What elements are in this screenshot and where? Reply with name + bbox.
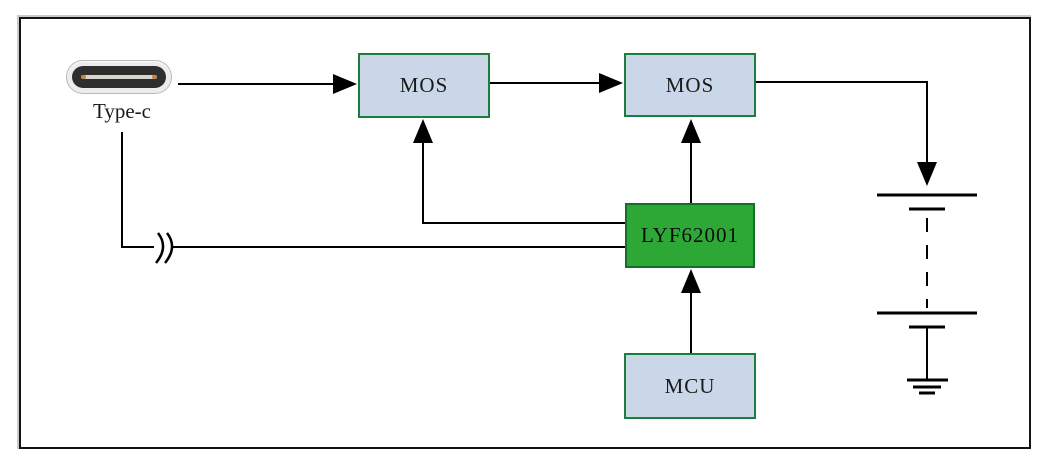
arrow-up-icon (681, 269, 701, 293)
block-mos-input: MOS (358, 53, 490, 118)
arrow-up-icon (681, 119, 701, 143)
wire-typec-to-mos1 (178, 74, 357, 94)
block-lyf62001-chip: LYF62001 (625, 203, 755, 268)
wire-lyf-to-mos1 (413, 119, 625, 224)
arrow-right-icon (599, 73, 623, 93)
wire-mcu-to-lyf (681, 269, 701, 353)
block-mos-output: MOS (624, 53, 756, 117)
type-c-connector-slot (81, 75, 157, 79)
arrow-up-icon (413, 119, 433, 143)
block-mcu: MCU (624, 353, 756, 419)
type-c-connector-body (72, 66, 166, 88)
arrow-right-icon (333, 74, 357, 94)
connector-pin-icon (152, 75, 157, 79)
type-c-connector-icon (66, 60, 172, 94)
type-c-label: Type-c (93, 99, 151, 123)
wire-mos2-to-battery (756, 81, 937, 186)
ground-icon (907, 378, 948, 395)
wire-typec-to-lyf (121, 132, 625, 264)
connector-pin-icon (81, 75, 86, 79)
diagram-frame (19, 17, 1031, 449)
wire-lyf-to-mos2 (681, 119, 701, 203)
block-label: MCU (664, 373, 716, 398)
block-label: MOS (399, 73, 449, 97)
battery-icon (877, 193, 977, 380)
arrow-down-icon (917, 162, 937, 186)
block-label: MOS (665, 72, 715, 97)
wire-break-icon (155, 232, 174, 264)
block-label: LYF62001 (640, 223, 740, 247)
wire-mos1-to-mos2 (490, 73, 623, 93)
